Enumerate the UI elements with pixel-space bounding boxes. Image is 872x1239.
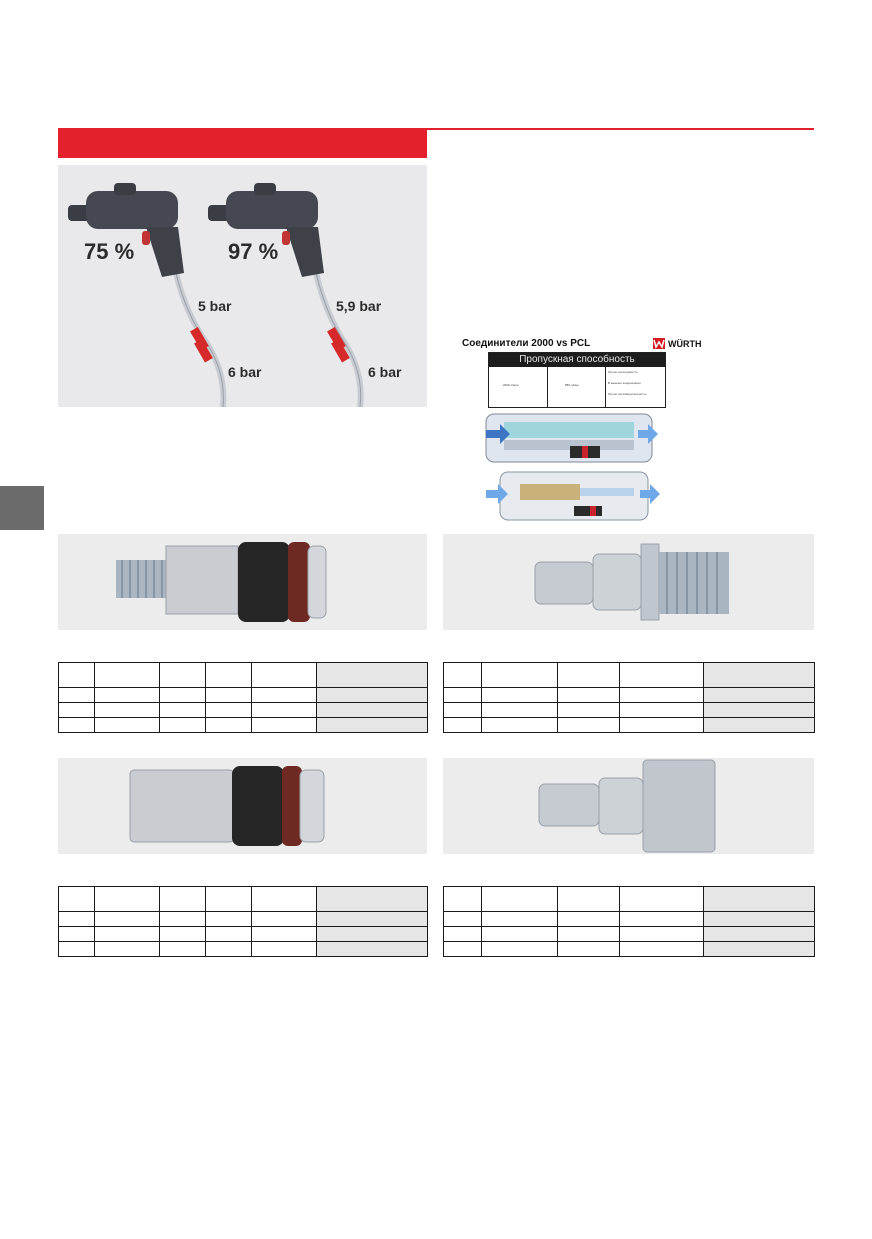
- section-header-rule: [427, 128, 814, 130]
- table-row: [443, 687, 815, 703]
- impact-wrench-left: [68, 183, 184, 277]
- table-row: [58, 702, 428, 718]
- flow-capacity-table: Пропускная способность 2000 л/мин 880 л/…: [488, 352, 666, 408]
- left-efficiency-label: 75 %: [84, 239, 135, 264]
- pressure-illustration: 75 % 97 % 5 bar 6 bar 5,9 bar 6 bar: [58, 165, 427, 407]
- table-header-row: [443, 886, 815, 912]
- coupler-cutaway-diagram: [485, 413, 660, 521]
- wurth-logo-icon: [653, 338, 665, 349]
- table-header-row: [58, 662, 428, 688]
- table-row: [443, 926, 815, 942]
- impact-wrench-illustration: [68, 183, 364, 407]
- table-header-row: [443, 662, 815, 688]
- table-row: [58, 717, 428, 733]
- spec-table-coupler-female: [58, 886, 428, 957]
- flow-value-2000: 2000 л/мин: [503, 383, 519, 387]
- product-photo-plug-male-thread: [443, 534, 814, 630]
- coupler-right: [327, 326, 350, 363]
- table-row: [443, 702, 815, 718]
- flow-note: Лучше производительность: [608, 392, 647, 396]
- product-photo-coupler-male-thread: [58, 534, 427, 630]
- left-tool-pressure: 5 bar: [198, 298, 232, 314]
- flow-table-header: Пропускная способность: [489, 353, 665, 367]
- flow-note: Лучше проходимость: [608, 370, 638, 374]
- section-header-band: [58, 128, 427, 158]
- flow-value-pcl: 880 л/мин: [565, 383, 579, 387]
- impact-wrench-right: [208, 183, 324, 277]
- product-photo-plug-female-thread: [443, 758, 814, 854]
- table-row: [443, 941, 815, 957]
- coupler-left: [190, 326, 213, 363]
- product-photo-coupler-female-thread: [58, 758, 427, 854]
- chapter-side-tab: [0, 486, 44, 530]
- table-row: [58, 926, 428, 942]
- table-row: [58, 941, 428, 957]
- wurth-logo: WÜRTH: [668, 339, 702, 349]
- spec-table-plug-female: [443, 886, 815, 957]
- table-row: [443, 911, 815, 927]
- flow-note: В меньше конденсация: [608, 381, 641, 385]
- table-row: [443, 717, 815, 733]
- left-line-pressure: 6 bar: [228, 364, 262, 380]
- right-line-pressure: 6 bar: [368, 364, 402, 380]
- table-row: [58, 911, 428, 927]
- table-row: [58, 687, 428, 703]
- table-header-row: [58, 886, 428, 912]
- right-efficiency-label: 97 %: [228, 239, 279, 264]
- right-tool-pressure: 5,9 bar: [336, 298, 382, 314]
- spec-table-coupler-male: [58, 662, 428, 733]
- spec-table-plug-male: [443, 662, 815, 733]
- comparison-title: Соединители 2000 vs PCL: [462, 338, 591, 349]
